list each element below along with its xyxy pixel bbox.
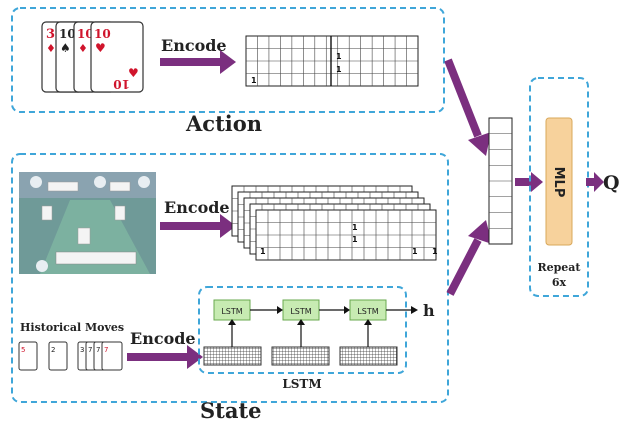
svg-text:3: 3 <box>46 27 55 42</box>
svg-text:7: 7 <box>88 346 92 354</box>
mlp-to-q-arrow <box>586 172 604 192</box>
action-title: Action <box>185 111 262 136</box>
svg-text:♥: ♥ <box>128 66 139 80</box>
svg-text:1: 1 <box>336 52 342 61</box>
repeat-count: 6x <box>552 276 567 289</box>
card-10-hearts: 10 ♥ ♥ 10 <box>90 21 144 93</box>
svg-text:1: 1 <box>336 65 342 74</box>
concatenated-vector <box>488 117 513 245</box>
lstm-dashed-box <box>198 286 407 374</box>
lstm-connections <box>228 306 418 347</box>
svg-text:LSTM: LSTM <box>357 307 378 316</box>
svg-text:LSTM: LSTM <box>290 307 311 316</box>
repeat-label: Repeat <box>537 261 581 274</box>
historical-cards: 5 2 3 7 7 7 <box>18 341 123 371</box>
svg-text:2: 2 <box>51 346 55 354</box>
svg-text:1: 1 <box>251 76 257 85</box>
state-to-concat-arrow <box>446 220 492 296</box>
lstm-cell: LSTM <box>213 299 251 321</box>
lstm-input-grids <box>203 346 398 366</box>
state-encode-arrow-top: Encode <box>160 198 236 238</box>
svg-text:♥: ♥ <box>95 41 106 55</box>
lstm-caption: LSTM <box>282 377 321 391</box>
lstm-cells: LSTM LSTM LSTM <box>213 299 387 321</box>
action-encode-arrow: Encode <box>160 36 236 74</box>
state-encode-arrow-bottom: Encode <box>127 329 203 369</box>
svg-text:Encode: Encode <box>164 198 230 217</box>
svg-text:1: 1 <box>412 247 418 256</box>
svg-text:1: 1 <box>352 223 358 232</box>
state-title: State <box>200 398 262 423</box>
lstm-cell: LSTM <box>282 299 320 321</box>
svg-text:3: 3 <box>80 346 84 354</box>
vector-to-mlp-arrow <box>515 172 543 192</box>
action-to-concat-arrow <box>444 58 491 156</box>
lstm-cell: LSTM <box>349 299 387 321</box>
svg-text:10: 10 <box>94 27 111 41</box>
svg-text:♦: ♦ <box>78 42 88 55</box>
state-encoding-stack: 1 1 1 1 1 <box>231 185 438 261</box>
state-dashed-box <box>11 153 449 403</box>
q-output: Q <box>603 172 620 194</box>
svg-text:1: 1 <box>352 235 358 244</box>
repeat-dashed-box <box>529 77 589 297</box>
svg-text:7: 7 <box>104 346 108 354</box>
action-dashed-box <box>11 7 445 113</box>
svg-text:MLP: MLP <box>551 167 566 198</box>
svg-text:Encode: Encode <box>161 36 227 55</box>
svg-text:5: 5 <box>21 346 25 354</box>
historical-moves-label: Historical Moves <box>20 321 124 334</box>
svg-text:7: 7 <box>96 346 100 354</box>
mlp-block: MLP <box>545 117 573 246</box>
svg-text:1: 1 <box>260 247 266 256</box>
svg-text:1: 1 <box>432 247 438 256</box>
svg-text:10: 10 <box>77 27 94 41</box>
svg-text:♠: ♠ <box>60 41 71 55</box>
lstm-output-h: h <box>423 301 435 320</box>
svg-text:♦: ♦ <box>46 42 56 55</box>
action-hand-cards: 3 ♦ 10 ♠ 10 ♦ 10 ♥ ♥ 10 <box>41 21 144 93</box>
svg-text:10: 10 <box>59 27 76 41</box>
game-table-screenshot <box>19 172 156 274</box>
svg-text:Encode: Encode <box>130 329 196 348</box>
svg-text:10: 10 <box>113 77 130 91</box>
svg-text:LSTM: LSTM <box>221 307 242 316</box>
action-encoding-matrix: 1 1 1 <box>245 35 419 87</box>
